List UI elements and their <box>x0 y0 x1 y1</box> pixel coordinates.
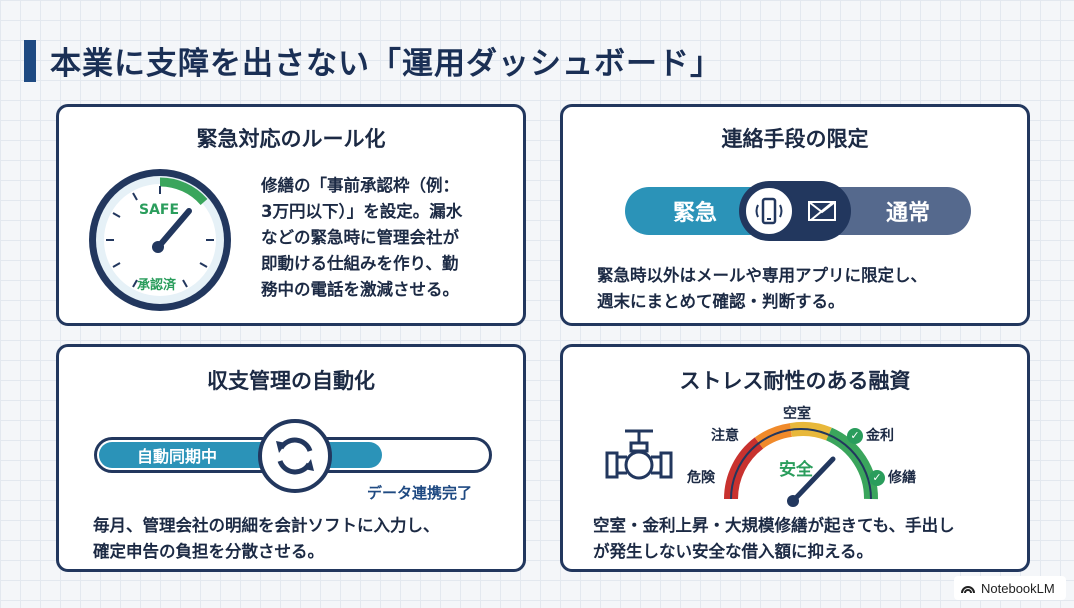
card3-body: 毎月、管理会社の明細を会計ソフトに入力し、 確定申告の負担を分散させる。 <box>93 516 440 561</box>
rate-label: ✓金利 <box>847 425 894 445</box>
card-title: 収支管理の自動化 <box>207 369 375 393</box>
title-accent-bar <box>24 40 36 82</box>
valve-icon <box>605 429 673 480</box>
safe-label: SAFE <box>139 202 180 218</box>
sync-complete-label: データ連携完了 <box>367 484 473 502</box>
mail-icon <box>808 201 836 221</box>
card2-body: 緊急時以外はメールや専用アプリに限定し、 週末にまとめて確認・判断する。 <box>597 266 927 311</box>
risk-gauge <box>724 421 879 507</box>
notebooklm-logo-icon <box>961 586 975 594</box>
sync-icon <box>276 437 314 475</box>
card-stress-financing: ストレス耐性のある融資 安全 危険 注意 空室 ✓金利 ✓修繕 空室・金利上昇・… <box>560 344 1030 572</box>
sync-label: 自動同期中 <box>137 447 218 466</box>
card-emergency-rules: 緊急対応のルール化 SAFE 承認済 修繕の「事前承認枠（例： 3万円以下）」を… <box>56 104 526 326</box>
safe-zone-label: 安全 <box>779 460 813 480</box>
phone-icon <box>755 197 783 225</box>
card1-body: 修繕の「事前承認枠（例： 3万円以下）」を設定。漏水 などの緊急時に管理会社が … <box>261 176 463 299</box>
phone-circle <box>743 185 795 237</box>
safe-gauge-icon <box>89 169 231 311</box>
brand-label: NotebookLM <box>981 580 1055 596</box>
sync-circle <box>258 419 332 493</box>
page-title: 本業に支障を出さない「運用ダッシュボード」 <box>50 46 722 82</box>
vacancy-label: 空室 <box>783 406 811 422</box>
brand-badge: NotebookLM <box>954 576 1066 600</box>
card-title: 連絡手段の限定 <box>721 127 869 151</box>
caution-label: 注意 <box>711 428 739 444</box>
card-title: ストレス耐性のある融資 <box>679 369 911 393</box>
card-contact-limits: 連絡手段の限定 緊急 通常 緊急時以外はメールや専用アプリに限定し、 週末にまと… <box>560 104 1030 326</box>
check-icon: ✓ <box>869 470 885 486</box>
check-icon: ✓ <box>847 428 863 444</box>
repair-label: ✓修繕 <box>869 467 916 487</box>
card-title: 緊急対応のルール化 <box>196 127 386 151</box>
approved-label: 承認済 <box>137 278 177 293</box>
card4-body: 空室・金利上昇・大規模修繕が起きても、手出し が発生しない安全な借入額に抑える。 <box>593 516 955 561</box>
danger-label: 危険 <box>687 470 715 486</box>
card-auto-accounting: 収支管理の自動化 自動同期中 データ連携完了 毎月、管理会社の明細を会計ソフトに… <box>56 344 526 572</box>
sync-progress-fill <box>99 442 382 468</box>
